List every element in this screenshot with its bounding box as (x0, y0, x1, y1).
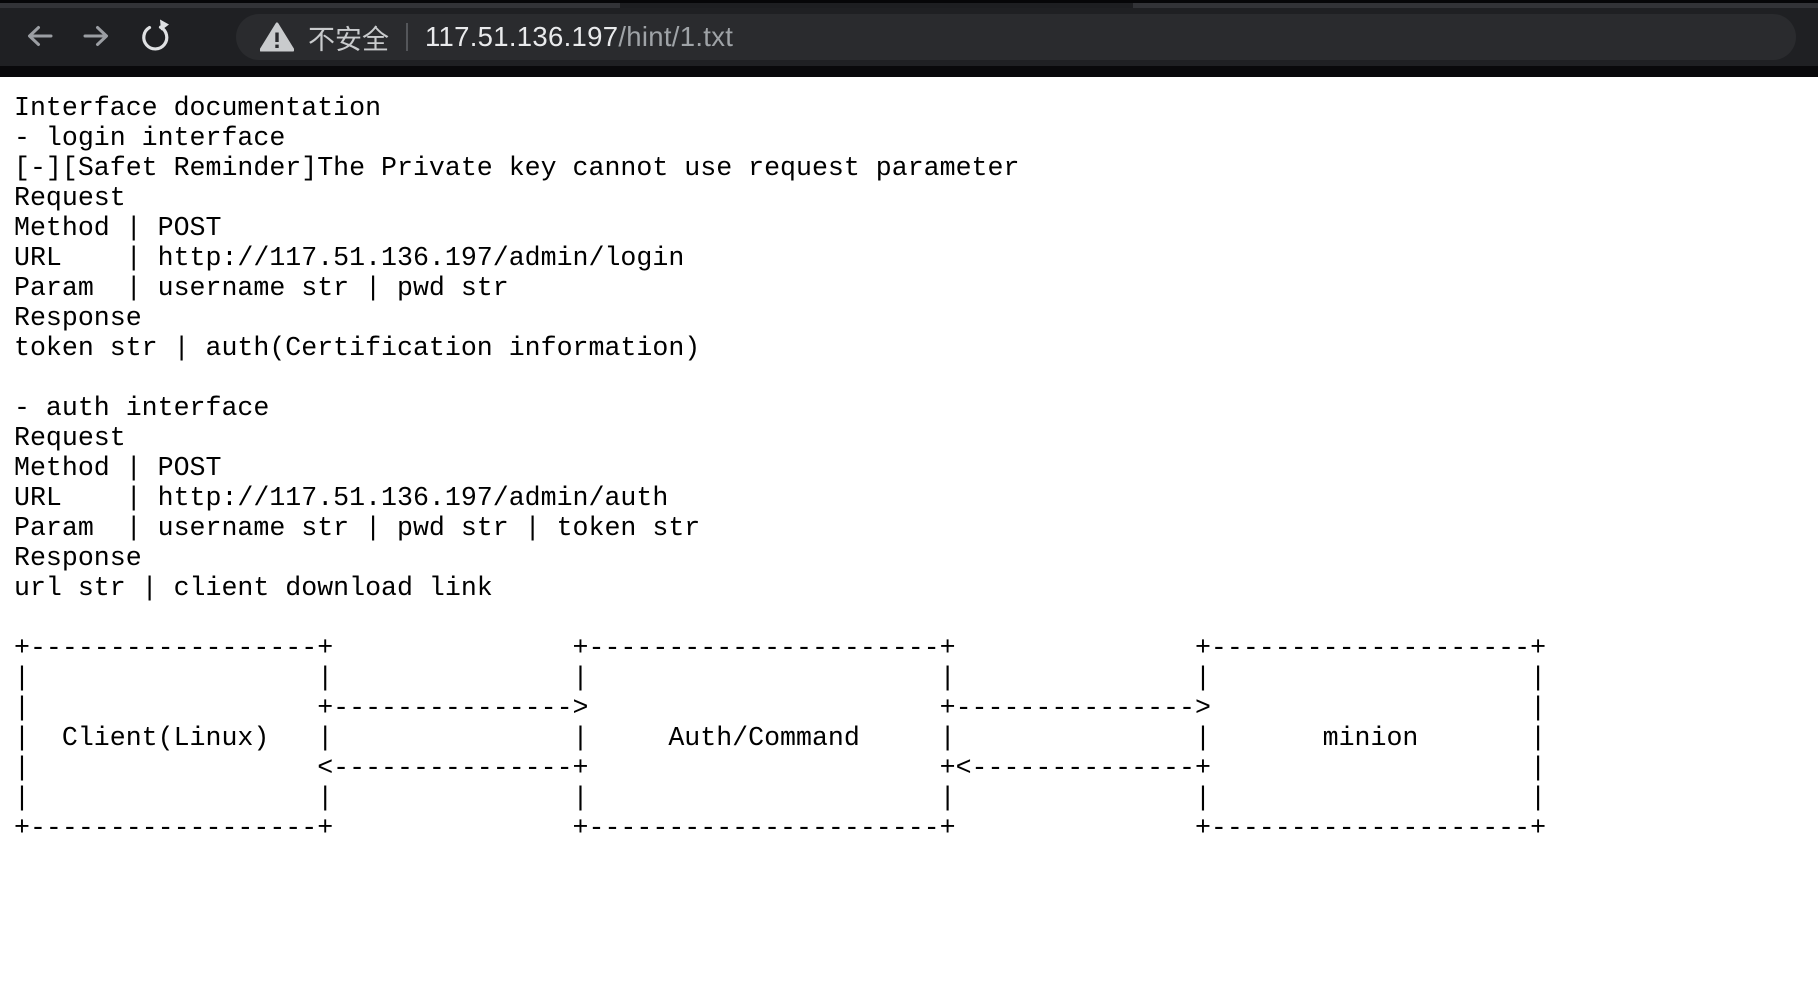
toolbar-bottom-border (0, 66, 1818, 77)
reload-button[interactable] (133, 15, 177, 59)
url-host: 117.51.136.197 (425, 21, 619, 52)
browser-toolbar: 不安全 117.51.136.197/hint/1.txt (0, 8, 1818, 66)
omnibox-separator (406, 23, 408, 51)
back-arrow-icon (21, 18, 57, 57)
reload-icon (136, 17, 174, 58)
tab-strip (0, 0, 1818, 8)
security-label: 不安全 (308, 24, 389, 55)
browser-chrome: 不安全 117.51.136.197/hint/1.txt (0, 0, 1818, 77)
warning-triangle-icon (260, 22, 294, 52)
file-content: Interface documentation - login interfac… (14, 93, 1547, 843)
active-tab[interactable] (620, 3, 1133, 8)
url-path: /hint/1.txt (618, 21, 734, 52)
address-bar[interactable]: 不安全 117.51.136.197/hint/1.txt (236, 14, 1796, 60)
back-button[interactable] (17, 15, 61, 59)
forward-arrow-icon (79, 18, 115, 57)
forward-button[interactable] (75, 15, 119, 59)
url-text: 117.51.136.197/hint/1.txt (425, 21, 733, 53)
